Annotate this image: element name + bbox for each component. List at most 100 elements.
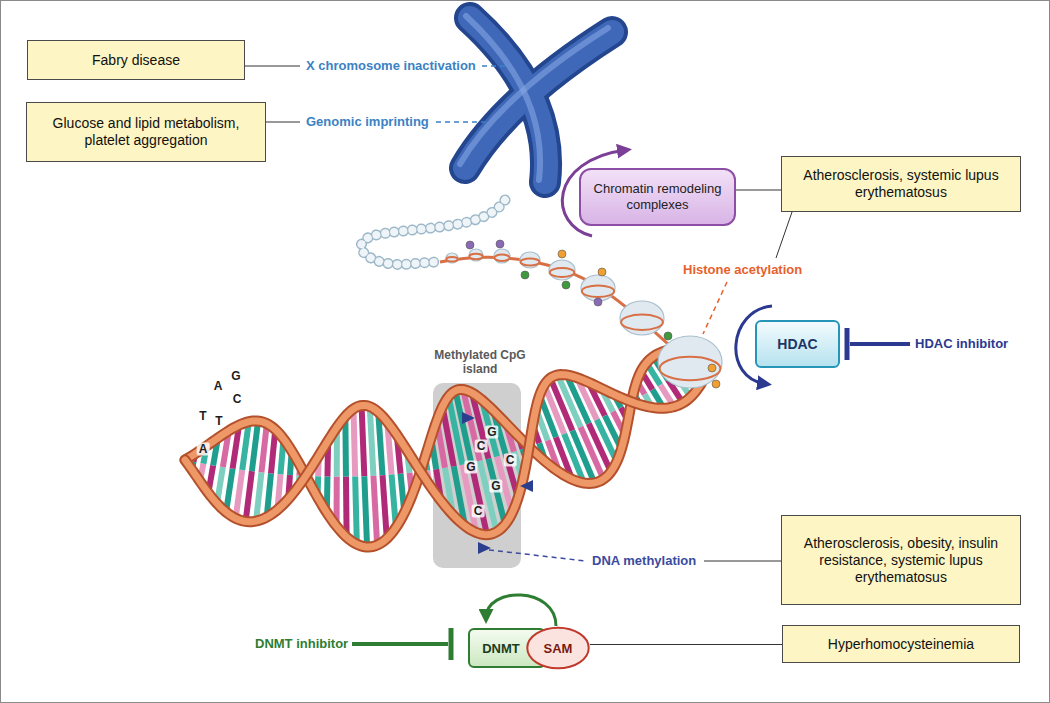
chromosome <box>460 16 612 182</box>
histone-tail-mark <box>598 268 606 276</box>
drug-label: DNMT inhibitor <box>255 636 348 652</box>
wrapped-dna <box>660 357 721 380</box>
node-text: Atherosclerosis, systemic lupus erythema… <box>792 167 1010 201</box>
leader-line <box>704 561 782 562</box>
region-label: Methylated CpG island <box>428 348 532 376</box>
dna-strand <box>185 375 702 535</box>
drug-label: HDAC inhibitor <box>915 336 1008 352</box>
histone-tail-mark <box>562 281 570 289</box>
histone-tail-mark <box>466 241 474 249</box>
base-pair <box>383 475 387 538</box>
histone-tail-mark <box>521 271 529 279</box>
base-letter: C <box>475 440 488 453</box>
dna-strand <box>185 375 702 535</box>
disease-box: Atherosclerosis, systemic lupus erythema… <box>781 156 1021 212</box>
nucleosome <box>469 249 483 261</box>
wrapped-dna <box>582 285 614 297</box>
wrapped-dna <box>521 258 540 265</box>
nucleosome <box>581 275 615 301</box>
node-text: SAM <box>544 641 573 656</box>
base-pair <box>236 470 243 518</box>
base-pair <box>354 409 356 477</box>
disease-box: Atherosclerosis, obesity, insulin resist… <box>781 515 1021 605</box>
dashed-leader <box>489 550 586 561</box>
node-text: Atherosclerosis, obesity, insulin resist… <box>792 535 1010 586</box>
base-letter: G <box>485 426 498 439</box>
base-letter: C <box>231 393 244 406</box>
wrapped-dna <box>494 255 509 261</box>
base-letter: A <box>197 443 210 456</box>
base-pair <box>370 407 374 476</box>
base-pair <box>252 421 258 471</box>
nucleosome <box>446 253 458 263</box>
base-letter: C <box>472 505 485 518</box>
base-letter: T <box>197 410 208 423</box>
base-pair <box>362 406 365 477</box>
nucleosome <box>520 252 540 268</box>
nucleosome <box>658 336 722 388</box>
base-letter: A <box>212 380 225 393</box>
process-label: Histone acetylation <box>683 262 802 278</box>
dashed-leader <box>703 282 727 334</box>
cofactor-ellipse: SAM <box>526 626 590 670</box>
histone-tail-mark <box>712 380 720 388</box>
inhibition-bar <box>449 628 454 660</box>
node-text: Fabry disease <box>92 52 180 69</box>
chromatid-highlight <box>466 16 540 180</box>
inhibition-bar <box>845 328 850 360</box>
leader-line <box>776 212 792 258</box>
process-label: DNA methylation <box>592 553 696 569</box>
linker-dna <box>440 257 690 362</box>
base-pair <box>355 477 357 545</box>
methyl-mark <box>520 480 533 492</box>
chromatin-fiber <box>361 200 505 264</box>
disease-box: Fabry disease <box>27 40 245 80</box>
node-text: Hyperhomocysteinemia <box>828 636 974 653</box>
leader-line <box>265 122 300 123</box>
wrapped-dna <box>621 315 663 330</box>
leader-line <box>245 66 300 67</box>
histone-tail-mark <box>594 298 602 306</box>
process-label: X chromosome inactivation <box>306 58 476 74</box>
dashed-leader <box>436 121 490 123</box>
disease-box: Hyperhomocysteinemia <box>782 625 1020 663</box>
base-pair <box>246 471 252 521</box>
base-pair <box>373 476 377 545</box>
dna-helix <box>185 348 702 547</box>
node-text: DNMT <box>482 641 520 656</box>
base-letter: G <box>489 480 502 493</box>
dashed-leader <box>482 65 506 67</box>
process-label: Genomic imprinting <box>306 114 429 130</box>
histone-tail-mark <box>708 364 716 372</box>
inhibition-line <box>352 642 448 646</box>
base-pair <box>364 476 367 547</box>
node-text: Chromatin remodeling complexes <box>589 181 726 213</box>
nucleosome <box>494 249 510 263</box>
wrapped-dna <box>469 254 482 259</box>
base-pair <box>256 472 261 521</box>
base-letter: T <box>213 415 224 428</box>
wrapped-dna <box>446 257 457 262</box>
inhibition-line <box>850 342 910 346</box>
histone-tail-mark <box>558 250 566 258</box>
base-letter: G <box>464 461 477 474</box>
chromatid-highlight <box>460 28 608 164</box>
methylation-arrow <box>486 595 556 626</box>
ellipse-shape <box>527 628 588 668</box>
wrapped-dna <box>550 268 575 277</box>
node-text: HDAC <box>777 336 817 352</box>
base-letter: G <box>229 370 242 383</box>
connector-line <box>590 644 782 645</box>
nucleosome <box>549 260 575 280</box>
nucleosome <box>620 301 664 335</box>
methyl-mark <box>478 542 491 554</box>
chromatin-fiber <box>361 200 505 264</box>
disease-box: Glucose and lipid metabolism, platelet a… <box>26 102 266 162</box>
histone-tail-mark <box>496 240 504 248</box>
base-pair <box>261 424 266 473</box>
node-text: Glucose and lipid metabolism, platelet a… <box>37 115 255 149</box>
histone-tail-mark <box>664 332 672 340</box>
